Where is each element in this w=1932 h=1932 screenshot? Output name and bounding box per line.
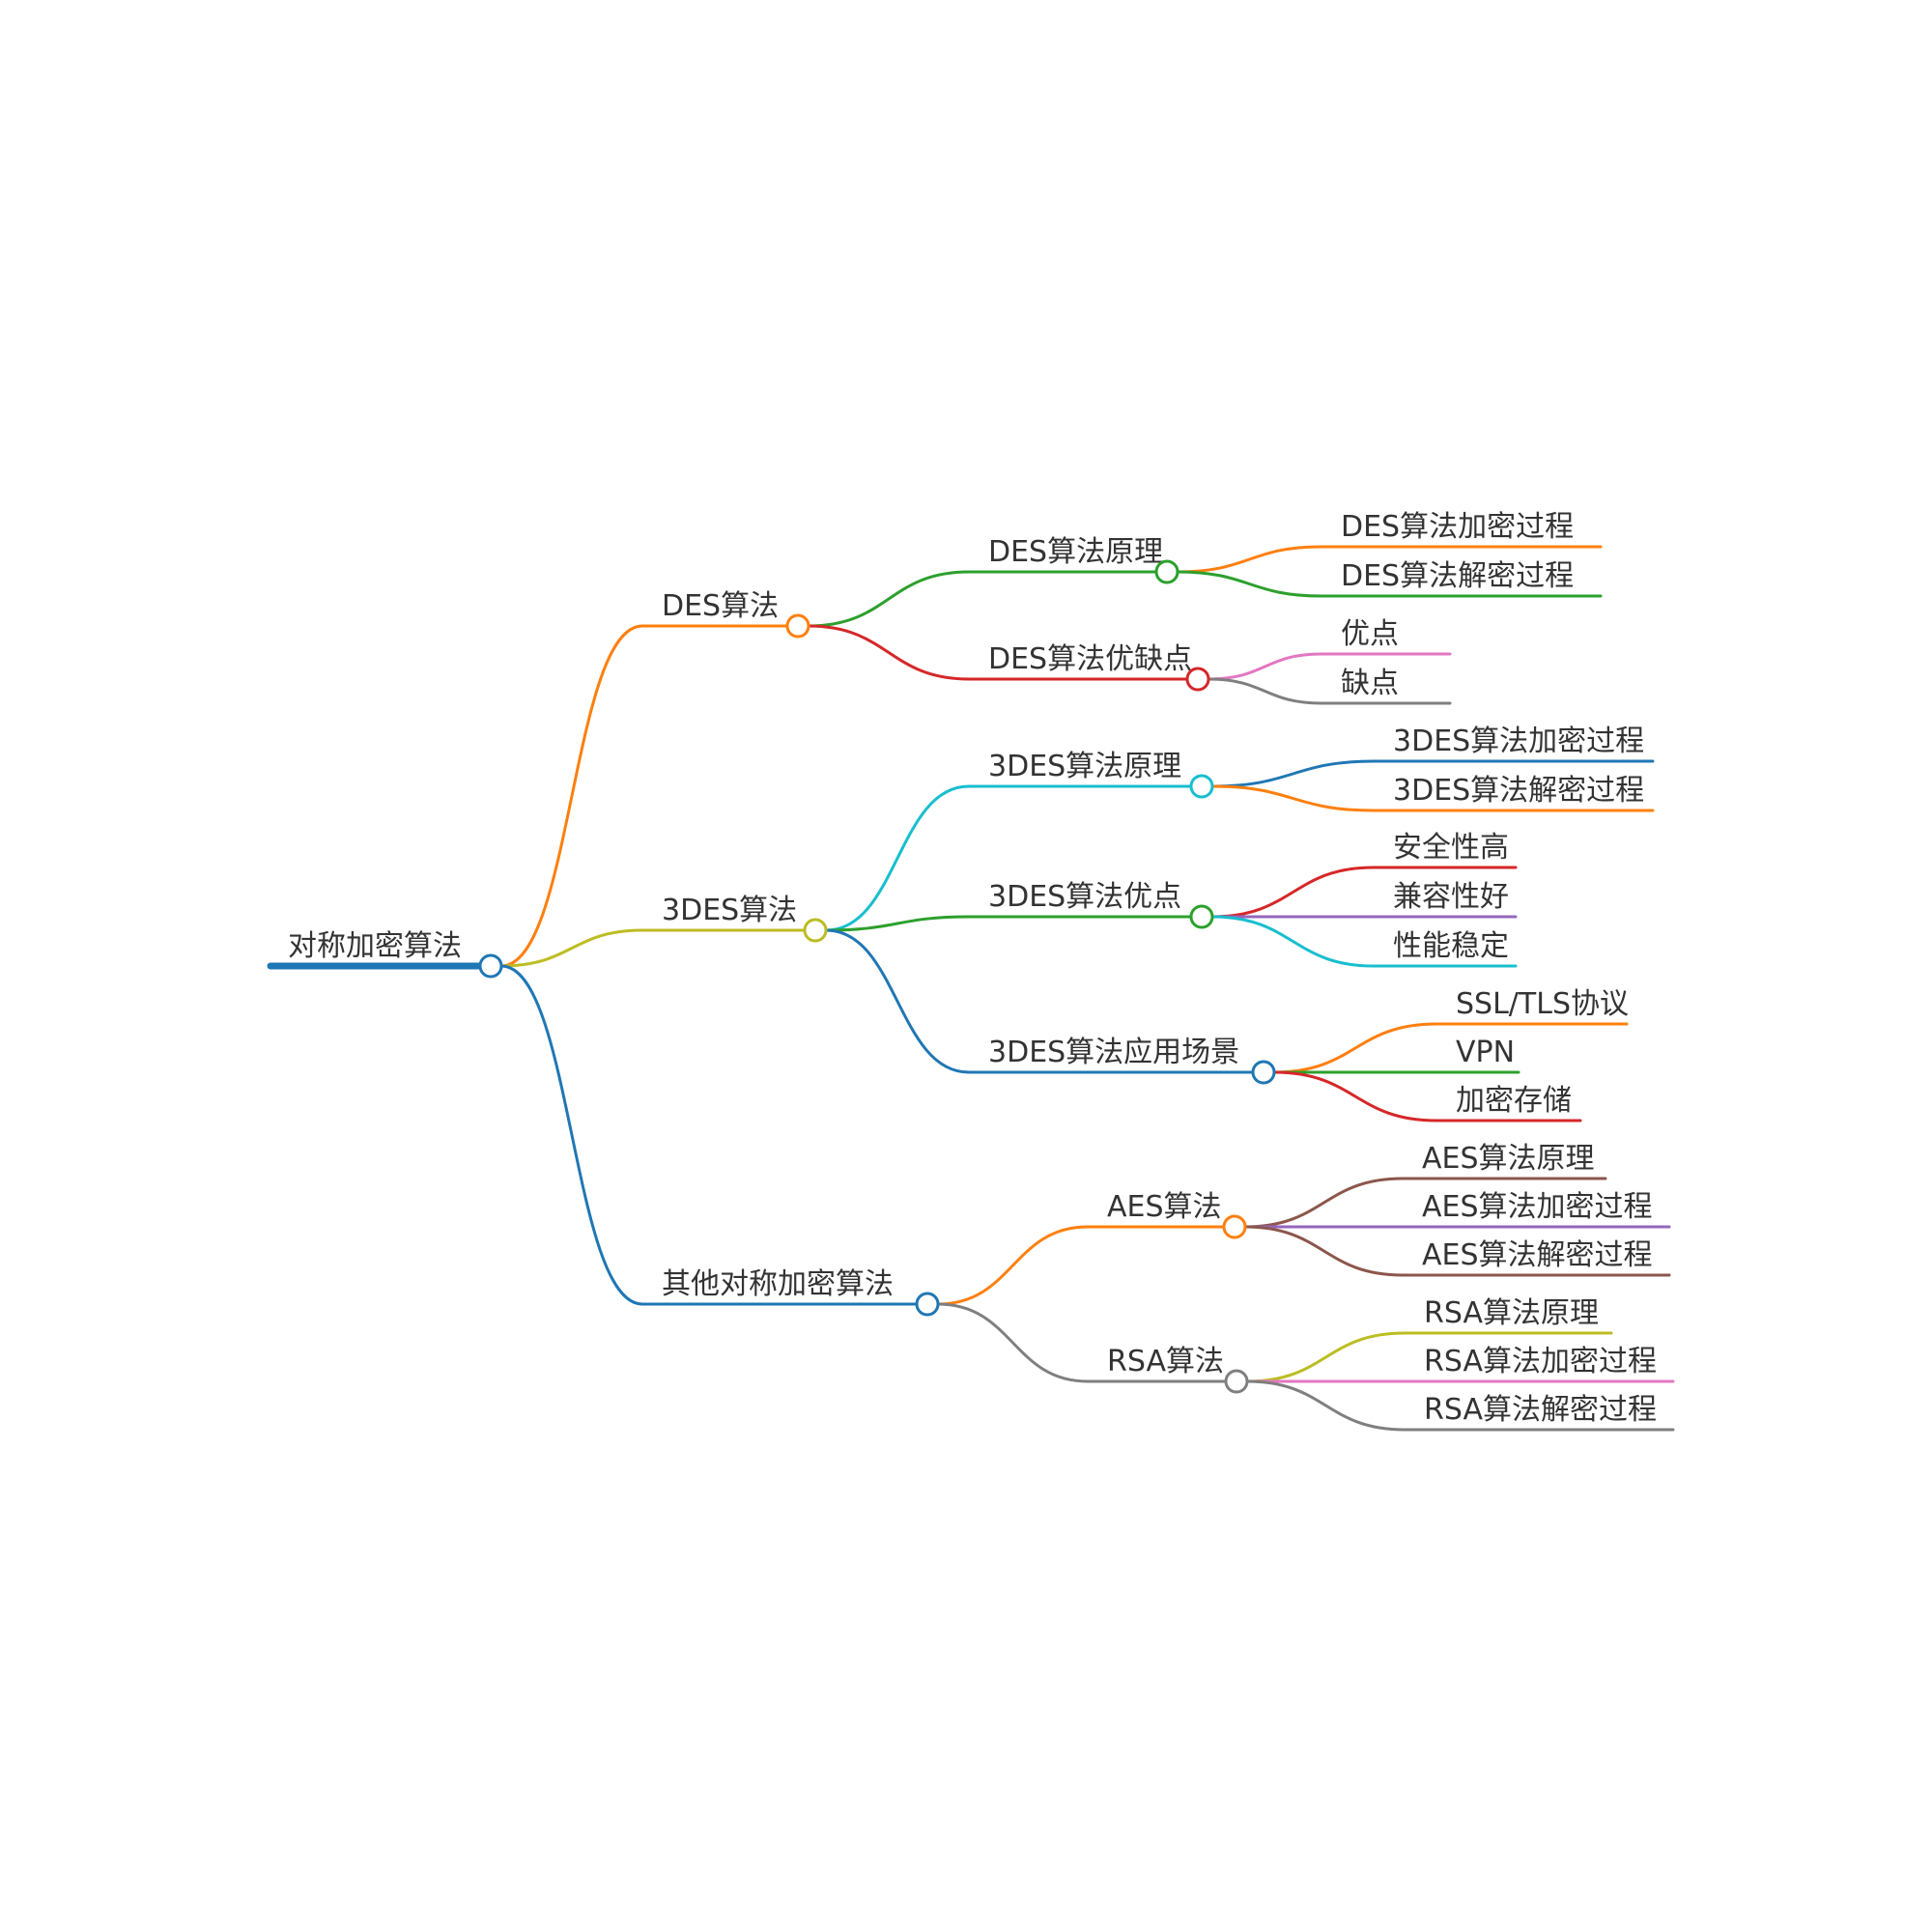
- node-label: RSA算法原理: [1424, 1296, 1599, 1330]
- collapse-toggle-icon[interactable]: [1224, 1369, 1249, 1394]
- leaf-node[interactable]: AES算法解密过程: [1401, 1238, 1671, 1277]
- connector-node: [1210, 915, 1376, 968]
- node-label: 3DES算法解密过程: [1393, 774, 1644, 808]
- node-label: RSA算法解密过程: [1424, 1393, 1657, 1427]
- node-label: 3DES算法加密过程: [1393, 724, 1644, 758]
- connector-node: [1207, 677, 1323, 705]
- branch-node[interactable]: 3DES算法优点: [967, 880, 1214, 929]
- node-label: DES算法原理: [988, 535, 1163, 569]
- branch-node[interactable]: 3DES算法原理: [967, 750, 1214, 799]
- connector-aes: [1243, 1225, 1405, 1277]
- node-label: 性能稳定: [1393, 929, 1509, 963]
- collapse-toggle-icon[interactable]: [1154, 559, 1179, 584]
- connector-des: [807, 570, 971, 628]
- node-label: 对称加密算法: [288, 929, 462, 963]
- node-label: 缺点: [1341, 667, 1399, 700]
- connector-aes: [936, 1225, 1090, 1306]
- node-label: AES算法加密过程: [1422, 1190, 1653, 1224]
- connector-rsa: [936, 1302, 1090, 1383]
- node-label: 安全性高: [1393, 831, 1509, 865]
- collapse-toggle-icon[interactable]: [1185, 667, 1210, 692]
- collapse-toggle-icon[interactable]: [1189, 904, 1214, 929]
- node-label: DES算法加密过程: [1341, 510, 1574, 544]
- branch-node[interactable]: 3DES算法: [640, 894, 828, 943]
- connector-node: [499, 964, 644, 1306]
- node-label: RSA算法: [1107, 1345, 1224, 1378]
- leaf-node[interactable]: 兼容性好: [1372, 880, 1518, 919]
- leaf-node[interactable]: VPN: [1435, 1036, 1520, 1074]
- node-label: 3DES算法优点: [988, 880, 1181, 914]
- branch-node[interactable]: DES算法优缺点: [967, 642, 1210, 692]
- connector-node: [1210, 866, 1376, 919]
- leaf-node[interactable]: RSA算法解密过程: [1403, 1393, 1675, 1432]
- root-node[interactable]: 对称加密算法: [267, 929, 503, 979]
- node-label: 3DES算法: [662, 894, 797, 927]
- collapse-toggle-icon[interactable]: [1189, 774, 1214, 799]
- branch-node[interactable]: 其他对称加密算法: [640, 1267, 940, 1317]
- collapse-toggle-icon[interactable]: [803, 918, 828, 943]
- node-label: SSL/TLS协议: [1456, 987, 1629, 1021]
- connector-node: [1207, 652, 1323, 681]
- connector-aes: [1243, 1177, 1405, 1229]
- node-label: DES算法解密过程: [1341, 559, 1574, 593]
- node-label: 加密存储: [1456, 1084, 1572, 1118]
- node-label: RSA算法加密过程: [1424, 1345, 1657, 1378]
- leaf-node[interactable]: RSA算法加密过程: [1403, 1345, 1675, 1383]
- connector-node: [1272, 1070, 1438, 1122]
- connector-3des: [824, 784, 971, 932]
- node-label: AES算法原理: [1422, 1142, 1595, 1176]
- leaf-node[interactable]: DES算法加密过程: [1320, 510, 1603, 549]
- connector-3des: [824, 928, 971, 1074]
- branch-node[interactable]: DES算法原理: [967, 535, 1179, 584]
- node-label: 优点: [1341, 617, 1399, 651]
- node-label: 其他对称加密算法: [662, 1267, 894, 1301]
- node-label: 兼容性好: [1393, 880, 1509, 914]
- node-label: 3DES算法应用场景: [988, 1036, 1239, 1069]
- branch-node[interactable]: RSA算法: [1086, 1345, 1249, 1394]
- branch-node[interactable]: 3DES算法应用场景: [967, 1036, 1276, 1085]
- connector-rsa: [1245, 1379, 1406, 1432]
- node-layer: 对称加密算法 DES算法 DES算法原理 DES算法加密过程 DES算法解密过程 DES算…: [267, 510, 1675, 1432]
- connector-3des: [1210, 784, 1376, 812]
- leaf-node[interactable]: AES算法原理: [1401, 1142, 1607, 1180]
- connector-layer: [499, 545, 1438, 1432]
- connector-des: [807, 624, 971, 681]
- collapse-toggle-icon[interactable]: [915, 1292, 940, 1317]
- leaf-node[interactable]: SSL/TLS协议: [1435, 987, 1629, 1026]
- connector-3des: [824, 915, 971, 932]
- leaf-node[interactable]: RSA算法原理: [1403, 1296, 1613, 1335]
- collapse-toggle-icon[interactable]: [785, 613, 810, 639]
- leaf-node[interactable]: AES算法加密过程: [1401, 1190, 1671, 1229]
- node-label: AES算法: [1107, 1190, 1222, 1224]
- connector-rsa: [1245, 1331, 1406, 1383]
- connector-des: [1176, 545, 1323, 574]
- leaf-node[interactable]: 缺点: [1320, 667, 1452, 705]
- node-label: DES算法: [662, 589, 779, 623]
- leaf-node[interactable]: DES算法解密过程: [1320, 559, 1603, 598]
- leaf-node[interactable]: 性能稳定: [1372, 929, 1518, 968]
- collapse-toggle-icon[interactable]: [478, 953, 503, 979]
- node-label: AES算法解密过程: [1422, 1238, 1653, 1272]
- leaf-node[interactable]: 优点: [1320, 617, 1452, 656]
- node-label: VPN: [1456, 1036, 1515, 1069]
- node-label: 3DES算法原理: [988, 750, 1181, 783]
- leaf-node[interactable]: 加密存储: [1435, 1084, 1582, 1122]
- leaf-node[interactable]: 3DES算法加密过程: [1372, 724, 1655, 763]
- collapse-toggle-icon[interactable]: [1222, 1214, 1247, 1239]
- connector-des: [1176, 570, 1323, 598]
- connector-ssl-tls: [1272, 1022, 1438, 1074]
- leaf-node[interactable]: 安全性高: [1372, 831, 1518, 869]
- branch-node[interactable]: AES算法: [1086, 1190, 1247, 1239]
- node-label: DES算法优缺点: [988, 642, 1192, 676]
- connector-des: [499, 624, 644, 968]
- connector-3des: [499, 928, 644, 968]
- collapse-toggle-icon[interactable]: [1251, 1060, 1276, 1085]
- leaf-node[interactable]: 3DES算法解密过程: [1372, 774, 1655, 812]
- branch-node[interactable]: DES算法: [640, 589, 810, 639]
- connector-3des: [1210, 759, 1376, 788]
